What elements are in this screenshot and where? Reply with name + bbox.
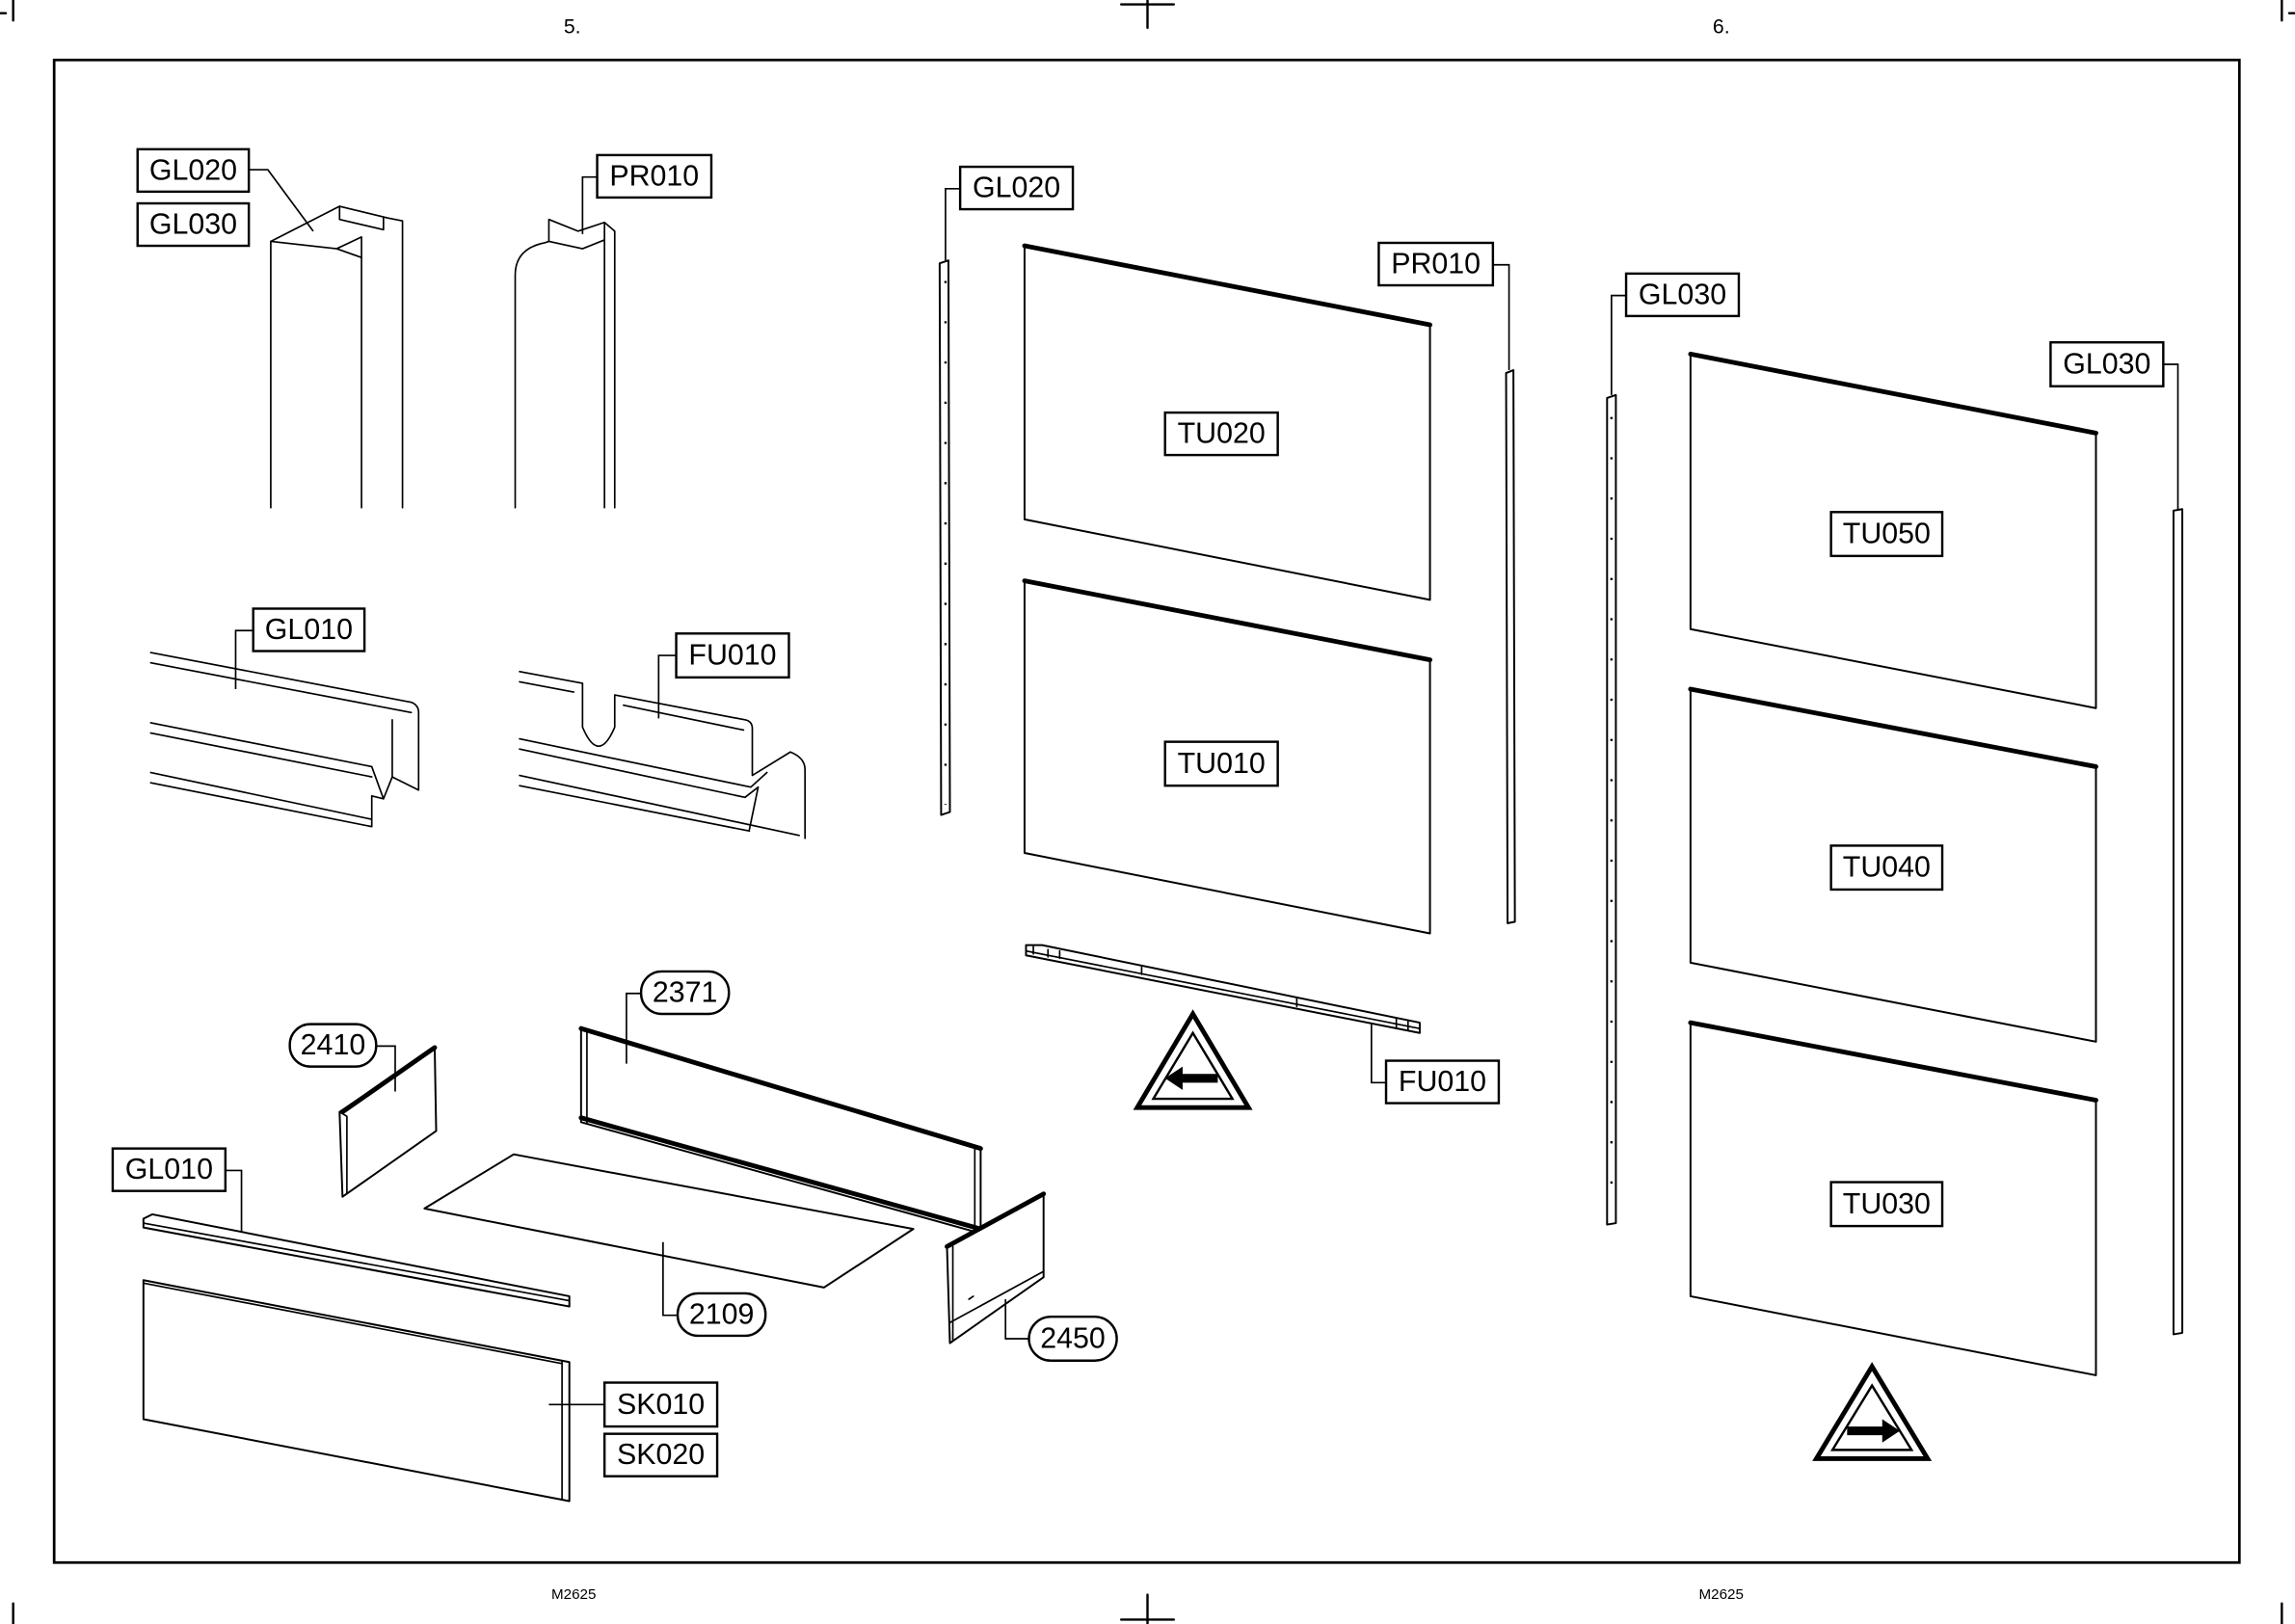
part-number-2450: 2450 [1029, 1317, 1117, 1361]
document-code: M2625 [1699, 1586, 1744, 1603]
leader-line [1493, 265, 1509, 370]
page-number: 6. [1713, 14, 1730, 38]
part-number-text: 2410 [301, 1029, 366, 1061]
profile-pr010-drawing [516, 220, 615, 508]
panel-label-text: TU010 [1178, 748, 1266, 780]
part-label-text: FU010 [1399, 1066, 1486, 1098]
part-label-text: GL030 [2063, 348, 2150, 380]
panel-label-text: TU050 [1843, 519, 1931, 550]
part-label-gl020: GL020 [960, 167, 1073, 209]
side-panel-2410-drawing [339, 1048, 436, 1197]
strip-gl030-drawing [1607, 395, 1615, 1225]
panel-label-text: TU020 [1178, 418, 1266, 450]
leader-line [1612, 296, 1626, 395]
leader-line [658, 655, 676, 718]
part-label-gl030: GL030 [2050, 342, 2163, 386]
part-number-text: 2371 [653, 976, 718, 1008]
part-label-text: PR010 [1391, 249, 1481, 280]
door-panel-tu030: TU030 [1691, 1023, 2096, 1375]
part-label-text: GL020 [149, 154, 237, 186]
part-label-text: PR010 [609, 160, 699, 192]
part-label-text: SK010 [617, 1389, 705, 1421]
part-number-text: 2450 [1040, 1322, 1106, 1354]
leader-line [1005, 1299, 1028, 1339]
leader-line [946, 189, 960, 260]
leader-line [2163, 364, 2177, 509]
part-label-text: GL010 [125, 1154, 213, 1185]
door-panel-tu020: TU020 [1025, 246, 1430, 599]
part-label-fu010: FU010 [677, 633, 789, 678]
part-label-fu010: FU010 [1386, 1061, 1499, 1104]
part-number-2371: 2371 [641, 972, 729, 1014]
page-number: 5. [564, 14, 581, 38]
part-label-pr010: PR010 [598, 155, 711, 198]
warning-triangle-arrow-left-icon [1137, 1014, 1248, 1107]
warning-triangle-arrow-right-icon [1816, 1367, 1927, 1459]
door-panel-tu050: TU050 [1691, 354, 2096, 707]
part-number-text: 2109 [689, 1298, 755, 1330]
strip-gl020-drawing [940, 260, 950, 814]
part-label-text: SK020 [617, 1439, 705, 1471]
panel-label-text: TU030 [1843, 1188, 1931, 1220]
part-label-text: GL030 [1639, 279, 1726, 310]
rail-fu010-drawing [1026, 945, 1419, 1033]
part-label-gl030: GL030 [1626, 274, 1739, 316]
part-label-sk010: SK010 [604, 1383, 717, 1427]
profile-fu010-drawing [520, 672, 805, 839]
leader-line [249, 170, 313, 231]
profile-gl020-gl030-drawing [271, 206, 403, 508]
strip-gl030-drawing [2174, 509, 2182, 1334]
part-number-2410: 2410 [290, 1025, 377, 1067]
part-label-gl010: GL010 [254, 608, 364, 651]
document-code: M2625 [551, 1586, 596, 1603]
strip-pr010-drawing [1507, 370, 1515, 923]
part-label-text: GL010 [265, 614, 353, 646]
leader-line [1372, 1025, 1386, 1083]
part-label-pr010: PR010 [1378, 243, 1492, 285]
part-label-text: FU010 [688, 640, 776, 672]
door-panel-tu040: TU040 [1691, 689, 2096, 1042]
panel-label-text: TU040 [1843, 852, 1931, 884]
part-label-gl010: GL010 [113, 1149, 226, 1191]
profile-gl010-drawing [150, 652, 418, 827]
part-label-text: GL030 [149, 209, 237, 241]
plinth-panel-sk010-drawing [144, 1280, 570, 1501]
door-panel-tu010: TU010 [1025, 581, 1430, 934]
part-label-gl020: GL020 [138, 149, 249, 192]
part-label-sk020: SK020 [604, 1434, 717, 1477]
part-number-2109: 2109 [678, 1293, 765, 1336]
part-label-gl030: GL030 [138, 203, 249, 246]
leader-line [226, 1170, 242, 1232]
part-label-text: GL020 [973, 173, 1060, 204]
